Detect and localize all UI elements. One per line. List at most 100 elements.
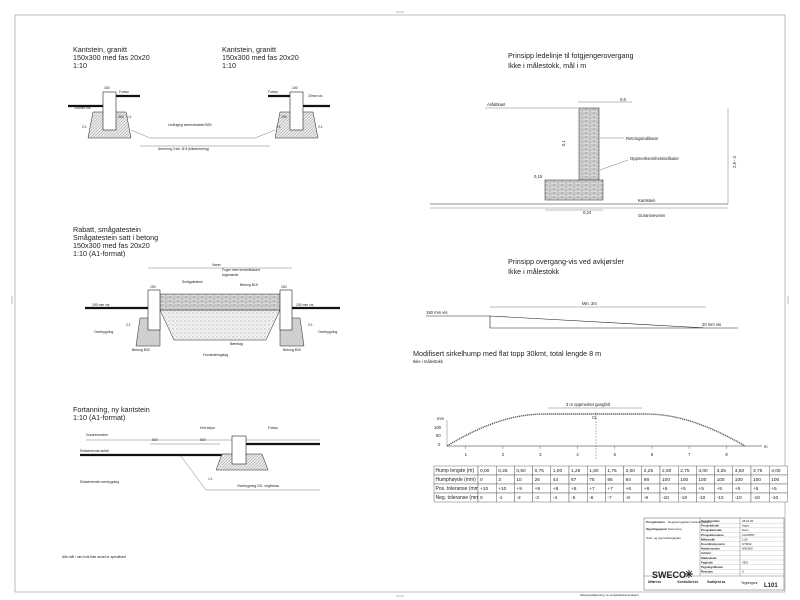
table-row-label: Humphøyde (mm) <box>436 477 477 483</box>
ledelinje-dim-06-label: 0,6 <box>620 97 626 102</box>
fortanning-overbygning-gs: Overbygning GS- veg/fortau <box>237 484 279 488</box>
table-cell-value: 100 <box>662 477 670 483</box>
table-cell-value: +5 <box>735 486 741 492</box>
ledelinje-leader-oppmerk <box>599 159 629 171</box>
signature-header: Godkjent av <box>707 580 725 584</box>
sirkelhump-y50: 50 <box>436 433 441 438</box>
table-cell-value: -10 <box>662 495 669 501</box>
left-dim-300: 300 <box>118 115 124 119</box>
table-cell-value: 75 <box>589 477 595 483</box>
table-cell-value: 26 <box>535 477 541 483</box>
rabatt-kerb-left <box>147 289 161 331</box>
table-cell-value: +5 <box>698 486 704 492</box>
rabatt-betong30-left: Betong B30 <box>132 348 150 352</box>
title-block-key: Høydesystem <box>701 547 720 551</box>
rabatt-vis-left: 150 mm vis <box>92 303 110 307</box>
section-fortanning: Fortanning, ny kantstein 1:10 (A1-format… <box>62 405 320 559</box>
table-cell-value: -6 <box>589 495 594 501</box>
sirkelhump-unit: mm <box>437 416 444 421</box>
fortanning-kerb <box>231 435 247 465</box>
table-cell-value: -10 <box>680 495 687 501</box>
fortanning-title: Fortanning, ny kantstein <box>73 405 150 414</box>
table-cell-value: -10 <box>735 495 742 501</box>
right-dim-150: 150 <box>292 86 298 90</box>
fortanning-eks-asfalt: Eksisterende asfalt <box>80 449 109 453</box>
rabatt-ratio-left: 2:1 <box>126 323 131 327</box>
overgang-title: Prinsipp overgang-vis ved avkjørsler <box>508 257 624 266</box>
table-cell-value: +9 <box>516 486 522 492</box>
ledelinje-dim-015: 0,15 <box>534 174 543 179</box>
title-block-value: Ingen <box>742 524 750 528</box>
tegning-nr: L101 <box>764 583 778 589</box>
table-cell-value: 4,00 <box>771 468 781 474</box>
ledelinje-retning-label: Retningsindikator <box>626 136 659 141</box>
fortanning-eks-overbygning: Eksisterende overbygning <box>80 480 119 484</box>
joint-leader <box>130 129 276 139</box>
table-row-label: Hump lengde (m) <box>436 468 475 474</box>
ledelinje-total-label: 2,8 - 3 <box>732 155 737 168</box>
kantstein-right-title: Kantstein, granitt <box>222 45 276 54</box>
hump-tick-label: 4 <box>576 452 579 457</box>
title-block-key: Prosjektnummer <box>701 533 725 537</box>
table-cell-value: -10 <box>753 495 760 501</box>
ledelinje-asfaltkant: Asfaltkant <box>487 102 506 107</box>
table-row-label: Neg. toleranse (mm) <box>436 495 482 501</box>
table-cell-value: 1,75 <box>607 468 617 474</box>
ledelinje-oppmerk-label: Oppmerksomhetsindikator <box>630 156 679 161</box>
table-cell-value: -10 <box>771 495 778 501</box>
table-cell-value: 0,00 <box>480 468 490 474</box>
title-block-key: Prosjektleder <box>701 524 720 528</box>
fortanning-scale: 1:10 (A1-format) <box>73 413 125 422</box>
title-block-key: Målestokk <box>701 537 715 541</box>
sirkelhump-sub: Ikke i målestokk <box>413 359 444 364</box>
title-block-key: Statuskode <box>701 556 717 560</box>
title-block-value: Reguleringsplan Guranineveien <box>668 520 710 524</box>
ledelinje-oppmerksomhetsindikator <box>544 179 604 201</box>
hump-tick-label: 1 <box>465 452 468 457</box>
table-cell <box>769 492 788 503</box>
hump-tick-label: 8 <box>725 452 728 457</box>
table-cell-value: -9 <box>644 495 649 501</box>
hump-tick-label: 6 <box>651 452 654 457</box>
table-cell-value: 100 <box>680 477 688 483</box>
fortanning-ratio: 1:1 <box>208 477 213 481</box>
ledelinje-dim-024: 0,24 <box>583 210 592 215</box>
right-dim-200: 200 <box>281 115 287 119</box>
section-overgang: Prinsipp overgang-vis ved avkjørsler Ikk… <box>426 257 738 329</box>
table-cell-value: +8 <box>571 486 577 492</box>
sheet-border <box>14 14 786 593</box>
sirkelhump-title: Modifisert sirkelhump med flat topp 30km… <box>413 349 601 358</box>
title-block-key: Tegningsdato <box>701 519 720 523</box>
rabatt-baerelag-label: Bærelag <box>230 342 243 346</box>
fortanning-fortau: Fortau <box>268 426 278 430</box>
rabatt-sub2: 150x300 med fas 20x20 <box>73 241 150 250</box>
rabatt-vis-right: 150 mm vis <box>296 303 314 307</box>
title-block-value: 28.02.20 <box>742 519 754 523</box>
signature-header: Kontrollert av <box>678 580 699 584</box>
overgang-vis-left: 150 mm vis <box>426 310 447 315</box>
section-rabatt: Rabatt, smågatestein Smågatestein satt i… <box>73 225 340 357</box>
table-cell-value: 86 <box>607 477 613 483</box>
left-ratio-11: 1:1 <box>127 115 132 119</box>
hump-tick-label: 2 <box>502 452 505 457</box>
overgang-sub: Ikke i målestokk <box>508 267 560 276</box>
table-cell-value: 100 <box>753 477 761 483</box>
table-cell-value: -8 <box>626 495 631 501</box>
table-cell-value: +5 <box>753 486 759 492</box>
rabatt-smagatestein: Smågatestein <box>182 280 203 284</box>
section-kantstein: Kantstein, granitt 150x300 med fas 20x20… <box>68 45 330 151</box>
fortanning-dim-500a: 500 <box>152 438 158 442</box>
table-cell-value: 3,50 <box>735 468 745 474</box>
title-block-value: Snitt- og oppmerkingsplan <box>646 536 681 540</box>
rabatt-betong30-right: Betong B30 <box>283 348 301 352</box>
sweco-wordmark: SWECO <box>652 570 686 580</box>
rabatt-betong15: Betong B15 <box>240 283 258 287</box>
table-cell-value: +5 <box>717 486 723 492</box>
rabatt-varier: Varier <box>212 263 222 267</box>
table-cell-value: -2 <box>516 495 521 501</box>
